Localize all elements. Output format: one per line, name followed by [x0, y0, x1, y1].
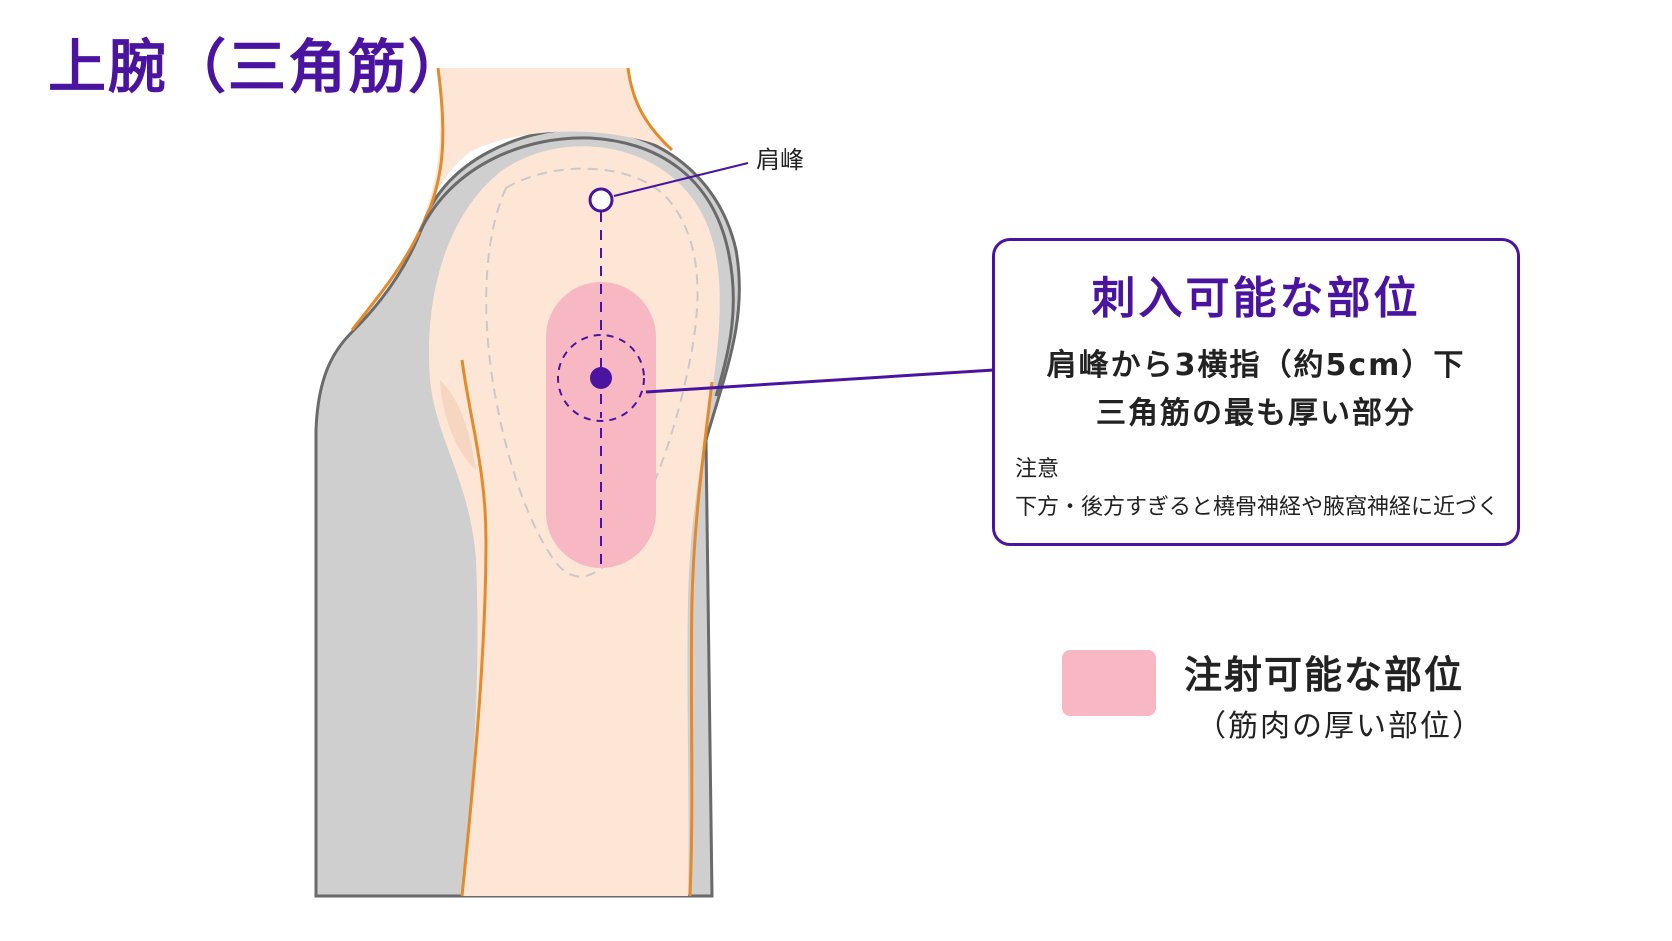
info-box: 刺入可能な部位 肩峰から3横指（約5cm）下 三角筋の最も厚い部分 注意 下方・… — [992, 238, 1520, 546]
arm-outline-right — [688, 381, 714, 897]
armpit-shadow — [440, 380, 476, 470]
sleeve-outline — [418, 136, 735, 397]
page-title: 上腕（三角筋） — [48, 33, 469, 101]
info-box-line-location: 肩峰から3横指（約5cm）下 — [1046, 348, 1466, 383]
legend-title: 注射可能な部位 — [1184, 653, 1465, 697]
arm-outline-left — [460, 359, 488, 897]
neck-skin — [420, 68, 672, 226]
injection-point-dot — [590, 367, 612, 389]
acromion-marker — [588, 187, 614, 213]
info-box-title: 刺入可能な部位 — [1091, 273, 1421, 324]
legend-swatch — [1062, 650, 1156, 716]
note-label: 注意 — [1015, 457, 1060, 482]
note-text: 下方・後方すぎると橈骨神経や腋窩神経に近づく — [1015, 495, 1500, 520]
neck-outline-right — [626, 67, 674, 152]
info-leader-line — [645, 368, 995, 394]
legend-subtitle: （筋肉の厚い部位） — [1196, 709, 1484, 744]
acromion-leader-line — [613, 162, 749, 197]
acromion-label: 肩峰 — [756, 146, 804, 174]
info-box-line-muscle: 三角筋の最も厚い部分 — [1096, 396, 1416, 431]
